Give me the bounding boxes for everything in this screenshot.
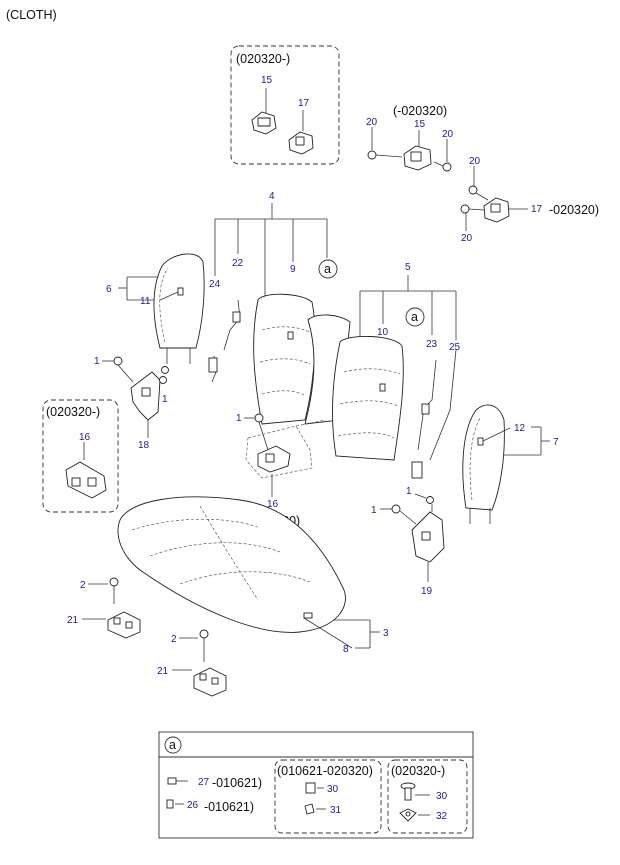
callout-25: 25 [449,342,461,353]
callout-20-d: 20 [461,233,473,244]
legend-item-31 [304,803,315,815]
center-bracket-16 [245,413,327,479]
callout-8: 8 [343,644,349,655]
callout-16-center: 16 [267,499,279,510]
hinge-15-assembly [367,145,452,172]
marker-a-right [405,307,425,327]
legend-note-27: -010621) [212,776,262,790]
seat-clip-21-lower [193,629,227,697]
legend-group-label-1: (010621-020320) [277,764,373,778]
marker-a-right-letter: a [411,310,418,324]
legend-item-32 [399,808,417,822]
seat-cushion [117,496,346,633]
hinge-group-label: (-020320) [393,104,447,118]
callout-15-hinge: 15 [414,119,426,130]
seat-back-left [253,293,316,425]
detail-box-top-label: (020320-) [236,52,290,66]
callout-16-box: 16 [79,432,91,443]
wire-frame-24 [208,355,218,383]
callout-23: 23 [426,339,438,350]
callout-22: 22 [232,258,244,269]
callout-1-center: 1 [236,413,242,424]
callout-7: 7 [553,437,559,448]
right-side-bolster [462,404,505,524]
callout-12: 12 [514,423,526,434]
callout-19: 19 [421,586,433,597]
legend-item-30-b [400,782,416,801]
left-seat-bracket-18 [113,356,169,421]
bracket-16-detail [65,461,107,499]
legend-item-30-a [305,782,316,794]
callout-17-hinge: 17 [531,204,543,215]
callout-2-lower: 2 [171,634,177,645]
right-seat-bracket-19 [391,496,445,563]
hinge-bracket-17 [288,131,314,155]
legend-group-box-1 [274,759,382,834]
legend-num-30-a: 30 [327,784,339,795]
hinge-17-assembly [460,185,510,223]
callout-24: 24 [209,279,221,290]
legend-num-26: 26 [187,800,199,811]
legend-num-32: 32 [436,811,448,822]
seat-back-right [332,335,404,461]
callout-20-a: 20 [366,117,378,128]
callout-1-right-b: 1 [406,486,412,497]
callout-15-top: 15 [261,75,273,86]
callout-1-right: 1 [371,505,377,516]
legend-marker-a-letter: a [169,738,176,752]
callout-5: 5 [405,262,411,273]
diagram-title: (CLOTH) [6,8,57,22]
callout-1-left: 1 [94,356,100,367]
wire-frame-25 [411,349,457,479]
callout-1-left-b: 1 [162,394,168,405]
callout-10: 10 [377,327,389,338]
callout-9: 9 [290,264,296,275]
legend-item-27 [167,777,188,785]
legend-group-label-2: (020320-) [391,764,445,778]
hinge-bracket-15 [251,111,277,135]
callout-17-top: 17 [298,98,310,109]
legend-num-27: 27 [198,777,210,788]
detail-box-left-label: (020320-) [46,405,100,419]
callout-2-upper: 2 [80,580,86,591]
wire-frame-23 [417,359,437,451]
callout-6: 6 [106,284,112,295]
callout-20-c: 20 [469,156,481,167]
marker-a-seatback [318,259,338,279]
legend-table: a 27 -010621) 26 -010621) (010621-020320… [158,731,474,839]
legend-num-30-b: 30 [436,791,448,802]
seat-clip-21-upper [107,577,141,639]
wire-frame-22 [223,299,241,351]
detail-box-left [42,399,119,513]
legend-group-box-2 [387,759,468,834]
marker-a-seatback-letter: a [324,262,331,276]
legend-marker-a [164,736,182,754]
callout-21-upper: 21 [67,615,79,626]
callout-20-b: 20 [442,129,454,140]
note-hinge-right: -020320) [549,203,599,217]
callout-11: 11 [140,296,151,307]
detail-box-top [230,45,340,165]
left-side-bolster [153,253,205,364]
legend-num-31: 31 [330,805,342,816]
callout-3: 3 [383,628,389,639]
callout-21-lower: 21 [157,666,169,677]
callout-4: 4 [269,191,275,202]
legend-note-26: -010621) [204,800,254,814]
legend-item-26 [166,799,174,809]
callout-18: 18 [138,440,150,451]
